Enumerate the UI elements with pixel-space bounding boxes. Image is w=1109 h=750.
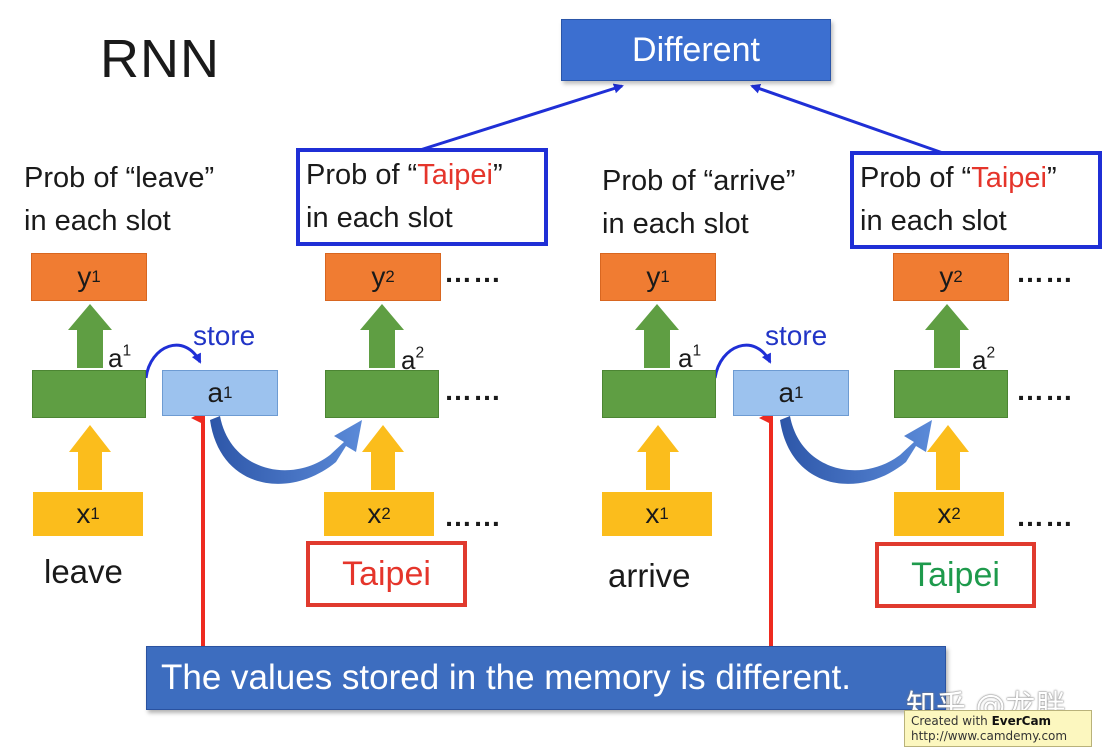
arrow-to-different-left bbox=[419, 83, 624, 152]
up-arrow-green-4 bbox=[925, 304, 969, 368]
dots-y-right: …… bbox=[1016, 257, 1074, 288]
dots-y-left: …… bbox=[444, 257, 502, 288]
prob-taipei-box-2: Prob of “Taipei” in each slot bbox=[850, 151, 1102, 249]
memory-feed-arrow-1 bbox=[210, 416, 362, 484]
up-arrow-green-1 bbox=[68, 304, 112, 368]
up-arrow-yellow-3 bbox=[637, 425, 679, 490]
word-taipei-red-box: Taipei bbox=[306, 541, 467, 607]
up-arrow-green-2 bbox=[360, 304, 404, 368]
prob-leave-line1: Prob of “leave” bbox=[24, 162, 215, 194]
hidden-cell-2-left bbox=[325, 370, 439, 418]
prob-arrive-label: Prob of “arrive” in each slot bbox=[602, 160, 795, 246]
dots-x-left: …… bbox=[444, 501, 502, 532]
a1-label-right: a1 bbox=[678, 342, 702, 373]
prob-taipei-line1-2: Prob of “Taipei” bbox=[860, 162, 1057, 194]
up-arrow-yellow-4 bbox=[927, 425, 969, 490]
prob-taipei-line1: Prob of “Taipei” bbox=[306, 159, 503, 191]
memory-different-banner: The values stored in the memory is diffe… bbox=[146, 646, 946, 710]
store-arrow-2 bbox=[713, 343, 772, 379]
hidden-cell-1-left bbox=[32, 370, 146, 418]
prob-arrive-line2: in each slot bbox=[602, 208, 749, 240]
prob-leave-line2: in each slot bbox=[24, 205, 171, 237]
slide-title: RNN bbox=[100, 29, 220, 89]
memory-feed-arrow-2 bbox=[780, 416, 932, 484]
dots-x-right: …… bbox=[1016, 501, 1074, 532]
a2-label-left: a2 bbox=[401, 344, 425, 375]
word-taipei-red: Taipei bbox=[342, 554, 431, 593]
prob-taipei-line2: in each slot bbox=[306, 202, 453, 234]
evercam-url: http://www.camdemy.com bbox=[911, 729, 1068, 743]
prob-arrive-line1: Prob of “arrive” bbox=[602, 165, 796, 197]
a1-label-left: a1 bbox=[108, 342, 132, 373]
prob-taipei-box-1: Prob of “Taipei” in each slot bbox=[296, 148, 548, 246]
up-arrow-yellow-2 bbox=[362, 425, 404, 490]
prob-leave-label: Prob of “leave” in each slot bbox=[24, 157, 214, 243]
word-leave: leave bbox=[44, 553, 123, 590]
a2-label-right: a2 bbox=[972, 344, 996, 375]
hidden-cell-1-right bbox=[602, 370, 716, 418]
prob-taipei-line2-2: in each slot bbox=[860, 205, 1007, 237]
up-arrow-yellow-1 bbox=[69, 425, 111, 490]
different-box: Different bbox=[561, 19, 831, 81]
arrow-to-different-right bbox=[750, 83, 944, 155]
evercam-created: Created with EverCam bbox=[911, 714, 1052, 728]
up-arrow-green-3 bbox=[635, 304, 679, 368]
word-taipei-green: Taipei bbox=[911, 555, 1000, 594]
store-label-left: store bbox=[193, 320, 256, 351]
store-arrow-1 bbox=[144, 343, 202, 379]
hidden-cell-2-right bbox=[894, 370, 1008, 418]
evercam-badge: Created with EverCam http://www.camdemy.… bbox=[904, 710, 1092, 747]
different-label: Different bbox=[632, 30, 760, 69]
word-taipei-green-box: Taipei bbox=[875, 542, 1036, 608]
store-label-right: store bbox=[765, 320, 828, 351]
dots-hidden-left: …… bbox=[444, 375, 502, 406]
word-arrive: arrive bbox=[608, 557, 691, 594]
dots-hidden-right: …… bbox=[1016, 375, 1074, 406]
